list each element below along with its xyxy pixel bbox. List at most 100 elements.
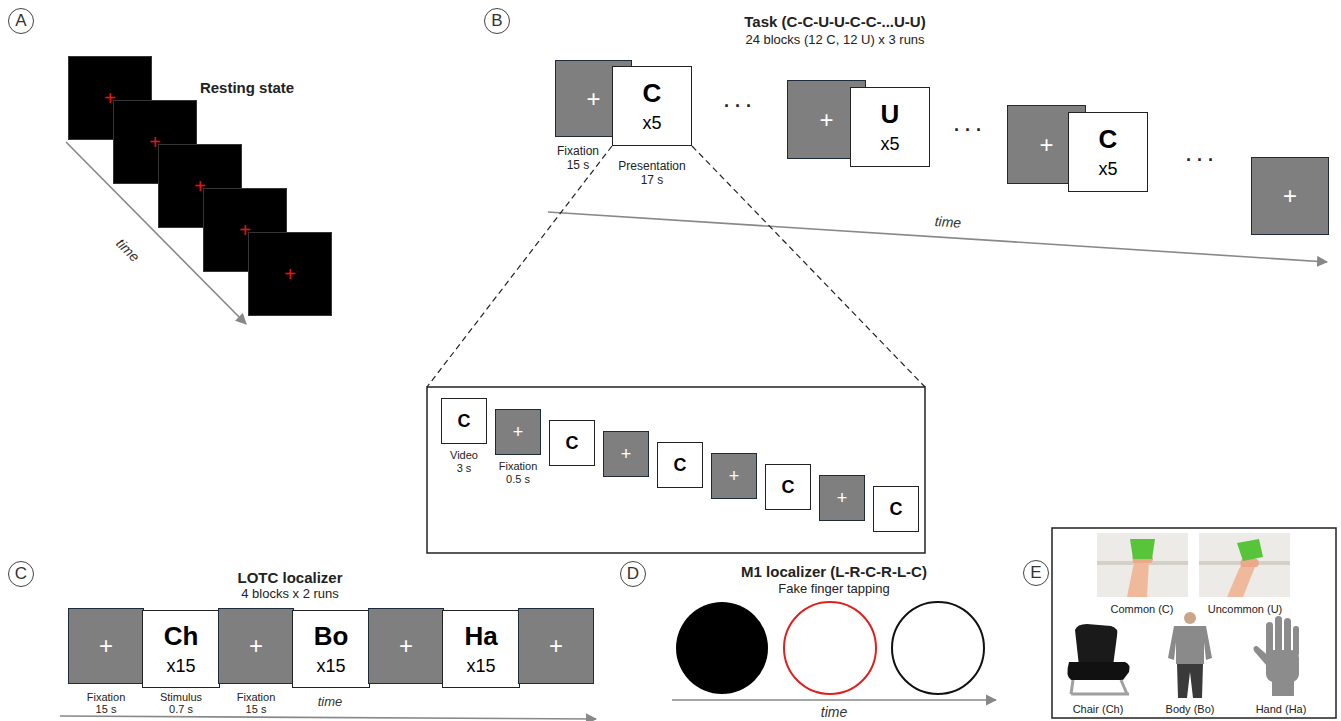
time-arrow <box>60 716 596 719</box>
box-text: x15 <box>166 656 195 677</box>
box-text: x5 <box>642 113 661 134</box>
block-box: Bo x15 <box>292 610 370 688</box>
box-text: C <box>643 79 662 109</box>
box-text: C <box>1099 125 1118 155</box>
phase-label: Presentation <box>618 160 685 174</box>
stimulus-caption: Hand (Ha) <box>1256 703 1307 716</box>
duration-label: 0.7 s <box>169 703 193 716</box>
phase-label: Fixation <box>237 691 276 704</box>
fixation-box: + <box>218 608 294 684</box>
duration-label: 17 s <box>641 174 664 188</box>
fixation-box: + <box>1251 157 1329 235</box>
stimulus-caption: Body (Bo) <box>1166 703 1215 716</box>
time-arrow <box>672 699 996 701</box>
box-text: + <box>1039 131 1053 159</box>
time-arrow <box>548 212 1327 262</box>
box-text: + <box>549 632 563 660</box>
panel-subtitle: Fake finger tapping <box>778 582 889 597</box>
duration-label: 15 s <box>96 703 117 716</box>
panel-letter: D <box>620 561 646 587</box>
ellipsis: · · · <box>954 120 982 141</box>
box-text: D <box>627 564 639 584</box>
phase-label: Fixation <box>87 691 126 704</box>
box-text: + <box>249 632 263 660</box>
zoom-line <box>427 146 612 387</box>
fixation-box: + <box>495 409 541 455</box>
box-text: + <box>99 632 113 660</box>
action-photo <box>1199 533 1290 597</box>
panel-letter: C <box>8 561 34 587</box>
box-text: C <box>782 477 795 498</box>
time-label: time <box>318 695 343 710</box>
panel-subtitle: 4 blocks x 2 runs <box>241 587 339 602</box>
time-label: time <box>821 704 847 720</box>
stimulus-caption: Chair (Ch) <box>1073 703 1124 716</box>
phase-label: Video <box>450 449 478 462</box>
fixation-box: + <box>518 608 594 684</box>
box-text: Ch <box>164 622 199 652</box>
box-text: + <box>513 422 524 443</box>
box-text: + <box>729 466 740 487</box>
block-box: Ux5 <box>850 87 930 167</box>
box-text: C <box>890 499 903 520</box>
block-box: Cx5 <box>612 66 692 146</box>
box-text: x5 <box>1098 159 1117 180</box>
hand-image <box>1253 616 1299 696</box>
phase-label: Fixation <box>557 145 599 159</box>
stimulus-caption: Uncommon (U) <box>1208 603 1283 616</box>
box-text: C <box>458 411 471 432</box>
panel-letter: B <box>484 8 510 34</box>
fixation-box: + <box>68 608 144 684</box>
box-text: E <box>1030 563 1041 583</box>
video-box: C <box>765 464 811 510</box>
inset-frame <box>427 387 925 553</box>
chair-image <box>1067 624 1129 694</box>
fixation-box: + <box>711 453 757 499</box>
stimulus-frame <box>1052 528 1336 718</box>
panel-title: Resting state <box>200 79 294 96</box>
panel-subtitle: 24 blocks (12 C, 12 U) x 3 runs <box>745 33 924 48</box>
box-text: + <box>837 488 848 509</box>
box-text: Bo <box>314 622 349 652</box>
phase-label: Stimulus <box>160 691 202 704</box>
body-image <box>1168 612 1212 698</box>
action-photo <box>1097 533 1188 597</box>
box-text: x15 <box>316 656 345 677</box>
box-text: C <box>674 455 687 476</box>
box-text: + <box>586 85 600 113</box>
panel-title: LOTC localizer <box>237 569 342 586</box>
time-label: time <box>113 235 143 265</box>
ellipsis: · · · <box>724 96 752 117</box>
video-box: C <box>441 398 487 444</box>
time-label: time <box>934 213 961 231</box>
video-box: C <box>873 486 919 532</box>
cue-circle <box>676 602 768 694</box>
box-text: x5 <box>880 134 899 155</box>
box-text: Ha <box>464 622 497 652</box>
duration-label: 15 s <box>246 703 267 716</box>
box-text: + <box>399 632 413 660</box>
fixation-box: + <box>368 608 444 684</box>
duration-label: 3 s <box>457 462 472 475</box>
panel-letter: A <box>8 8 34 34</box>
cue-circle <box>784 602 876 694</box>
block-box: Ch x15 <box>142 610 220 688</box>
box-text: + <box>819 106 833 134</box>
duration-label: 15 s <box>567 159 590 173</box>
ellipsis: · · · <box>1186 150 1214 171</box>
cue-circle <box>892 602 984 694</box>
panel-title: M1 localizer (L-R-C-R-L-C) <box>741 563 927 580</box>
panel-title: Task (C-C-U-U-C-C-...U-U) <box>744 13 925 30</box>
box-text: C <box>566 433 579 454</box>
box-text: U <box>881 100 900 130</box>
box-text: + <box>1283 182 1297 210</box>
rest-screen: + <box>248 232 332 316</box>
stimulus-caption: Common (C) <box>1111 603 1174 616</box>
phase-label: Fixation <box>499 460 538 473</box>
box-text: B <box>491 11 502 31</box>
box-text: x15 <box>466 656 495 677</box>
zoom-line <box>692 146 925 387</box>
box-text: + <box>284 263 296 286</box>
block-box: Ha x15 <box>442 610 520 688</box>
box-text: + <box>621 444 632 465</box>
